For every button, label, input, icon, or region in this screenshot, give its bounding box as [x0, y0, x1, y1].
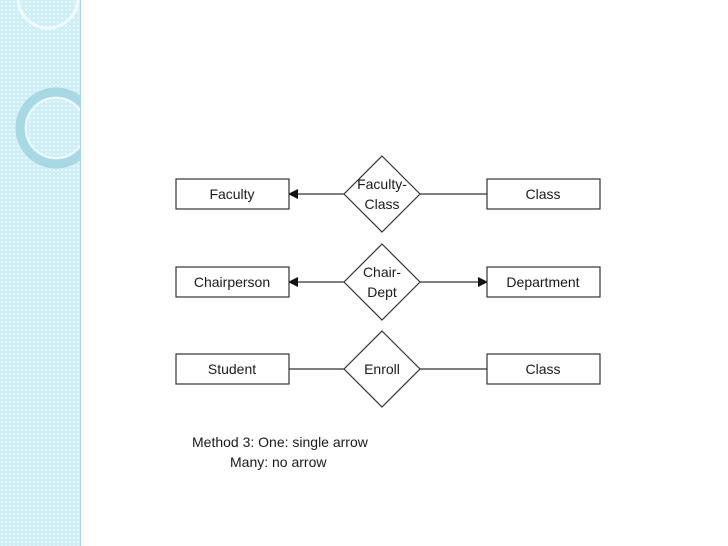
- entity-department-label: Department: [506, 274, 579, 290]
- entity-department: [486, 266, 601, 298]
- decorative-circles-graphic: [15, 0, 80, 169]
- relationship-enroll-label: Enroll: [364, 361, 400, 377]
- relationship-chair-dept-label-line2: Dept: [367, 284, 397, 300]
- relationship-faculty-class-label-line1: Faculty-: [357, 176, 407, 192]
- entity-class-2: [486, 353, 601, 385]
- entity-faculty-label: Faculty: [209, 186, 254, 202]
- entity-faculty: [175, 178, 290, 210]
- entity-class: [486, 178, 601, 210]
- entity-student-label: Student: [208, 361, 256, 377]
- relationship-faculty-class-label-line2: Class: [364, 196, 399, 212]
- legend-line-many: Many: no arrow: [230, 454, 327, 470]
- deco-ring-inner: [25, 97, 80, 159]
- relationship-faculty-class: [343, 155, 421, 233]
- entity-chairperson-label: Chairperson: [194, 274, 270, 290]
- relationship-chair-dept: [343, 243, 421, 321]
- relationship-chair-dept-label-line1: Chair-: [363, 264, 401, 280]
- method-legend: Method 3: One: single arrow Many: no arr…: [192, 432, 368, 472]
- relationship-row-faculty-class: Faculty Faculty- Class Class: [175, 155, 601, 233]
- relationship-row-chair-dept: Chairperson Chair- Dept Department: [175, 243, 601, 321]
- entity-student: [175, 353, 290, 385]
- deco-circle-top: [16, 0, 80, 30]
- entity-class-label: Class: [525, 186, 560, 202]
- entity-class-2-label: Class: [525, 361, 560, 377]
- relationship-row-enroll: Student Enroll Class: [175, 330, 601, 408]
- decorative-sidebar: [0, 0, 81, 546]
- entity-chairperson: [175, 266, 290, 298]
- relationship-enroll: [343, 330, 421, 408]
- deco-ring-large: [15, 87, 80, 169]
- legend-line-one: Method 3: One: single arrow: [192, 434, 368, 450]
